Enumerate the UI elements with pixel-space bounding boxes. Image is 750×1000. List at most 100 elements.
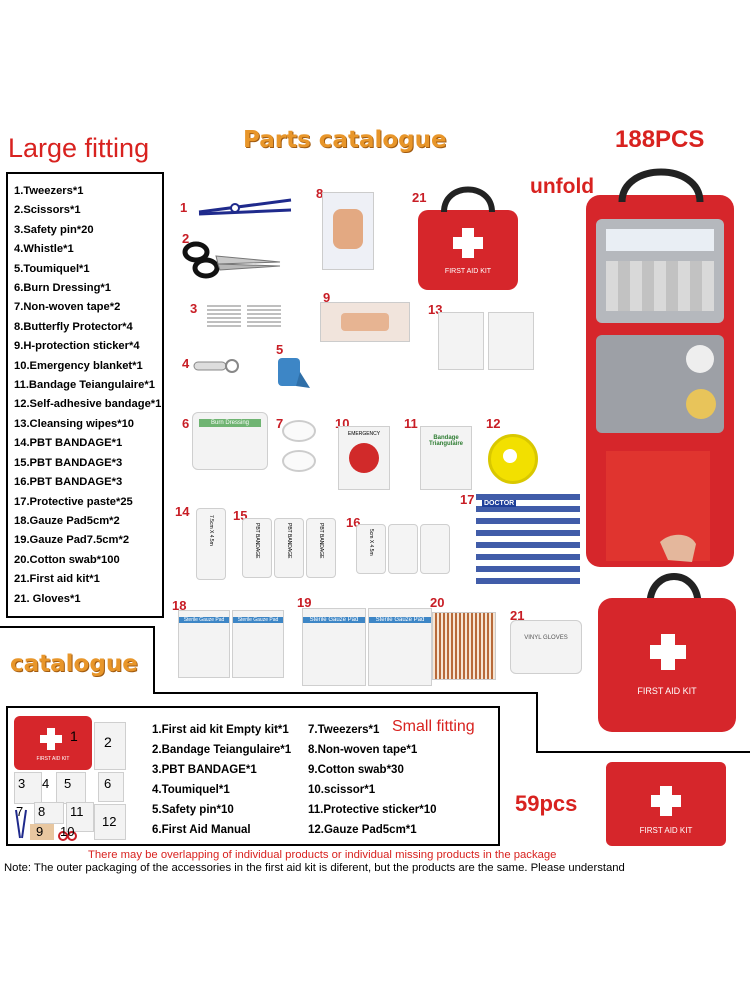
part-number: 9 <box>323 290 331 305</box>
bandage-core <box>503 449 517 463</box>
parts-catalogue-heading: Parts catalogue <box>243 127 447 153</box>
packaging-note: Note: The outer packaging of the accesso… <box>4 862 625 874</box>
pbt-bandage-roll: PBT BANDAGE <box>306 518 336 578</box>
unfold-label: unfold <box>530 175 595 198</box>
part-number: 18 <box>172 598 187 613</box>
cleansing-wipe <box>488 312 534 370</box>
large-list-item: 7.Non-woven tape*2 <box>14 301 121 314</box>
part-number: 21 <box>412 190 427 205</box>
part-number: 21 <box>510 608 525 623</box>
small-list-item: 9.Cotton swab*30 <box>308 764 404 776</box>
large-list-item: 6.Burn Dressing*1 <box>14 282 111 295</box>
part-number: 19 <box>297 595 312 610</box>
large-fitting-heading: Large fitting <box>8 133 150 163</box>
cross-icon-bar <box>40 735 62 743</box>
first-aid-manual <box>98 772 124 802</box>
safety-pins-icon <box>207 305 281 327</box>
small-list-item: 10.scissor*1 <box>308 784 376 796</box>
tape-roll <box>282 450 316 472</box>
pbt-bandage-roll: 7.5cm X 4.5m <box>196 508 226 580</box>
whistle-icon <box>193 359 239 373</box>
large-list-item: 11.Bandage Teiangulaire*1 <box>14 379 155 392</box>
paste-strips <box>476 492 580 584</box>
divider-line <box>153 692 538 694</box>
large-list-item: 2.Scissors*1 <box>14 204 81 217</box>
part-number: 3 <box>190 301 198 316</box>
gauze-pad <box>94 804 126 840</box>
gauze-pad-5cm: Sterile Gauze Pad <box>232 610 284 678</box>
pbt-bandage-roll: 5cm X 4.5m <box>356 524 386 574</box>
small-list-item: 3.PBT BANDAGE*1 <box>152 764 257 776</box>
large-list-item: 16.PBT BANDAGE*3 <box>14 476 123 489</box>
parts-catalogue-area: 1 2 3 4 5 6 7 8 9 10 11 12 13 14 15 16 1… <box>170 180 590 690</box>
small-list-item: 6.First Aid Manual <box>152 824 251 836</box>
butterfly-protector-pack <box>322 192 374 270</box>
carried-kit-bag: FIRST AID KIT <box>598 598 736 732</box>
catalogue-heading: catalogue <box>10 651 138 677</box>
small-part-number: 7 <box>16 804 24 819</box>
cross-icon-bar <box>651 795 681 807</box>
gauze-pad-5cm: Sterile Gauze Pad <box>178 610 230 678</box>
pbt-bandage-roll <box>420 524 450 574</box>
gauze-label: Sterile Gauze Pad <box>233 617 283 623</box>
kit-label: FIRST AID KIT <box>36 756 70 762</box>
divider-line <box>536 692 538 752</box>
part-number: 11 <box>404 416 418 431</box>
small-list-item: 11.Protective sticker*10 <box>308 804 437 816</box>
small-part-number: 3 <box>18 776 26 791</box>
pbt-size-label: 7.5cm X 4.5m <box>208 515 214 546</box>
small-part-number: 4 <box>42 776 50 791</box>
small-list-item: 8.Non-woven tape*1 <box>308 744 418 756</box>
bag-handle-icon <box>618 168 704 202</box>
tape-roll <box>282 420 316 442</box>
first-aid-kit-bag: FIRST AID KIT <box>418 210 518 290</box>
small-part-number: 8 <box>38 804 46 819</box>
burn-dressing-pack: Burn Dressing <box>192 412 268 470</box>
bandage-triangulaire-pack: Bandage Triangulaire <box>420 426 472 490</box>
small-part-number: 1 <box>70 728 78 744</box>
tweezers-icon <box>198 198 292 216</box>
emergency-blanket-pack: EMERGENCY <box>338 426 390 490</box>
large-list-item: 9.H-protection sticker*4 <box>14 340 140 353</box>
large-list-item: 17.Protective paste*25 <box>14 495 133 508</box>
part-number: 5 <box>276 342 284 357</box>
count-small-heading: 59pcs <box>515 791 578 816</box>
small-part-number: 9 <box>36 824 44 839</box>
large-list-item: 18.Gauze Pad5cm*2 <box>14 514 120 527</box>
protective-sticker <box>66 802 94 832</box>
large-list-item: 12.Self-adhesive bandage*1 <box>14 398 162 411</box>
small-part-number: 5 <box>64 776 72 791</box>
h-protection-sticker <box>320 302 410 342</box>
small-part-number: 2 <box>104 734 112 750</box>
tweezers-icon <box>15 809 27 839</box>
small-list-item: 2.Bandage Teiangulaire*1 <box>152 744 292 756</box>
burn-dressing-label: Burn Dressing <box>199 419 261 427</box>
small-part-number: 10 <box>60 824 75 839</box>
gauze-pad-7-5cm: Sterile Gauze Pad <box>368 608 432 686</box>
gloves-label: VINYL GLOVES <box>524 635 568 641</box>
small-list-item: 7.Tweezers*1 <box>308 724 380 736</box>
small-fitting-heading: Small fitting <box>392 718 475 735</box>
small-part-number: 12 <box>102 814 117 829</box>
kit-label: FIRST AID KIT <box>639 826 693 835</box>
large-list-item: 15.PBT BANDAGE*3 <box>14 456 123 469</box>
pocket-content <box>606 261 714 311</box>
gauze-pad-7-5cm: Sterile Gauze Pad <box>302 608 366 686</box>
large-list-item: 4.Whistle*1 <box>14 243 74 256</box>
large-list-item: 21. Gloves*1 <box>14 592 81 605</box>
large-list-item: 19.Gauze Pad7.5cm*2 <box>14 534 130 547</box>
part-number: 14 <box>175 504 190 519</box>
small-kit-illustration: FIRST AID KIT 1 2 3 4 5 6 7 8 9 10 11 12 <box>8 708 132 844</box>
part-number: 20 <box>430 595 445 610</box>
large-list-item: 21.First aid kit*1 <box>14 573 100 586</box>
pbt-label: PBT BANDAGE <box>318 523 324 559</box>
h-sticker-pad <box>341 313 389 331</box>
pbt-label: PBT BANDAGE <box>254 523 260 559</box>
small-list-item: 5.Safety pin*10 <box>152 804 234 816</box>
count-large-heading: 188PCS <box>615 126 705 153</box>
cross-icon-bar <box>650 645 686 659</box>
tourniquet-icon <box>278 358 310 388</box>
gauze-label: Sterile Gauze Pad <box>303 617 365 623</box>
cleansing-wipe <box>438 312 484 370</box>
